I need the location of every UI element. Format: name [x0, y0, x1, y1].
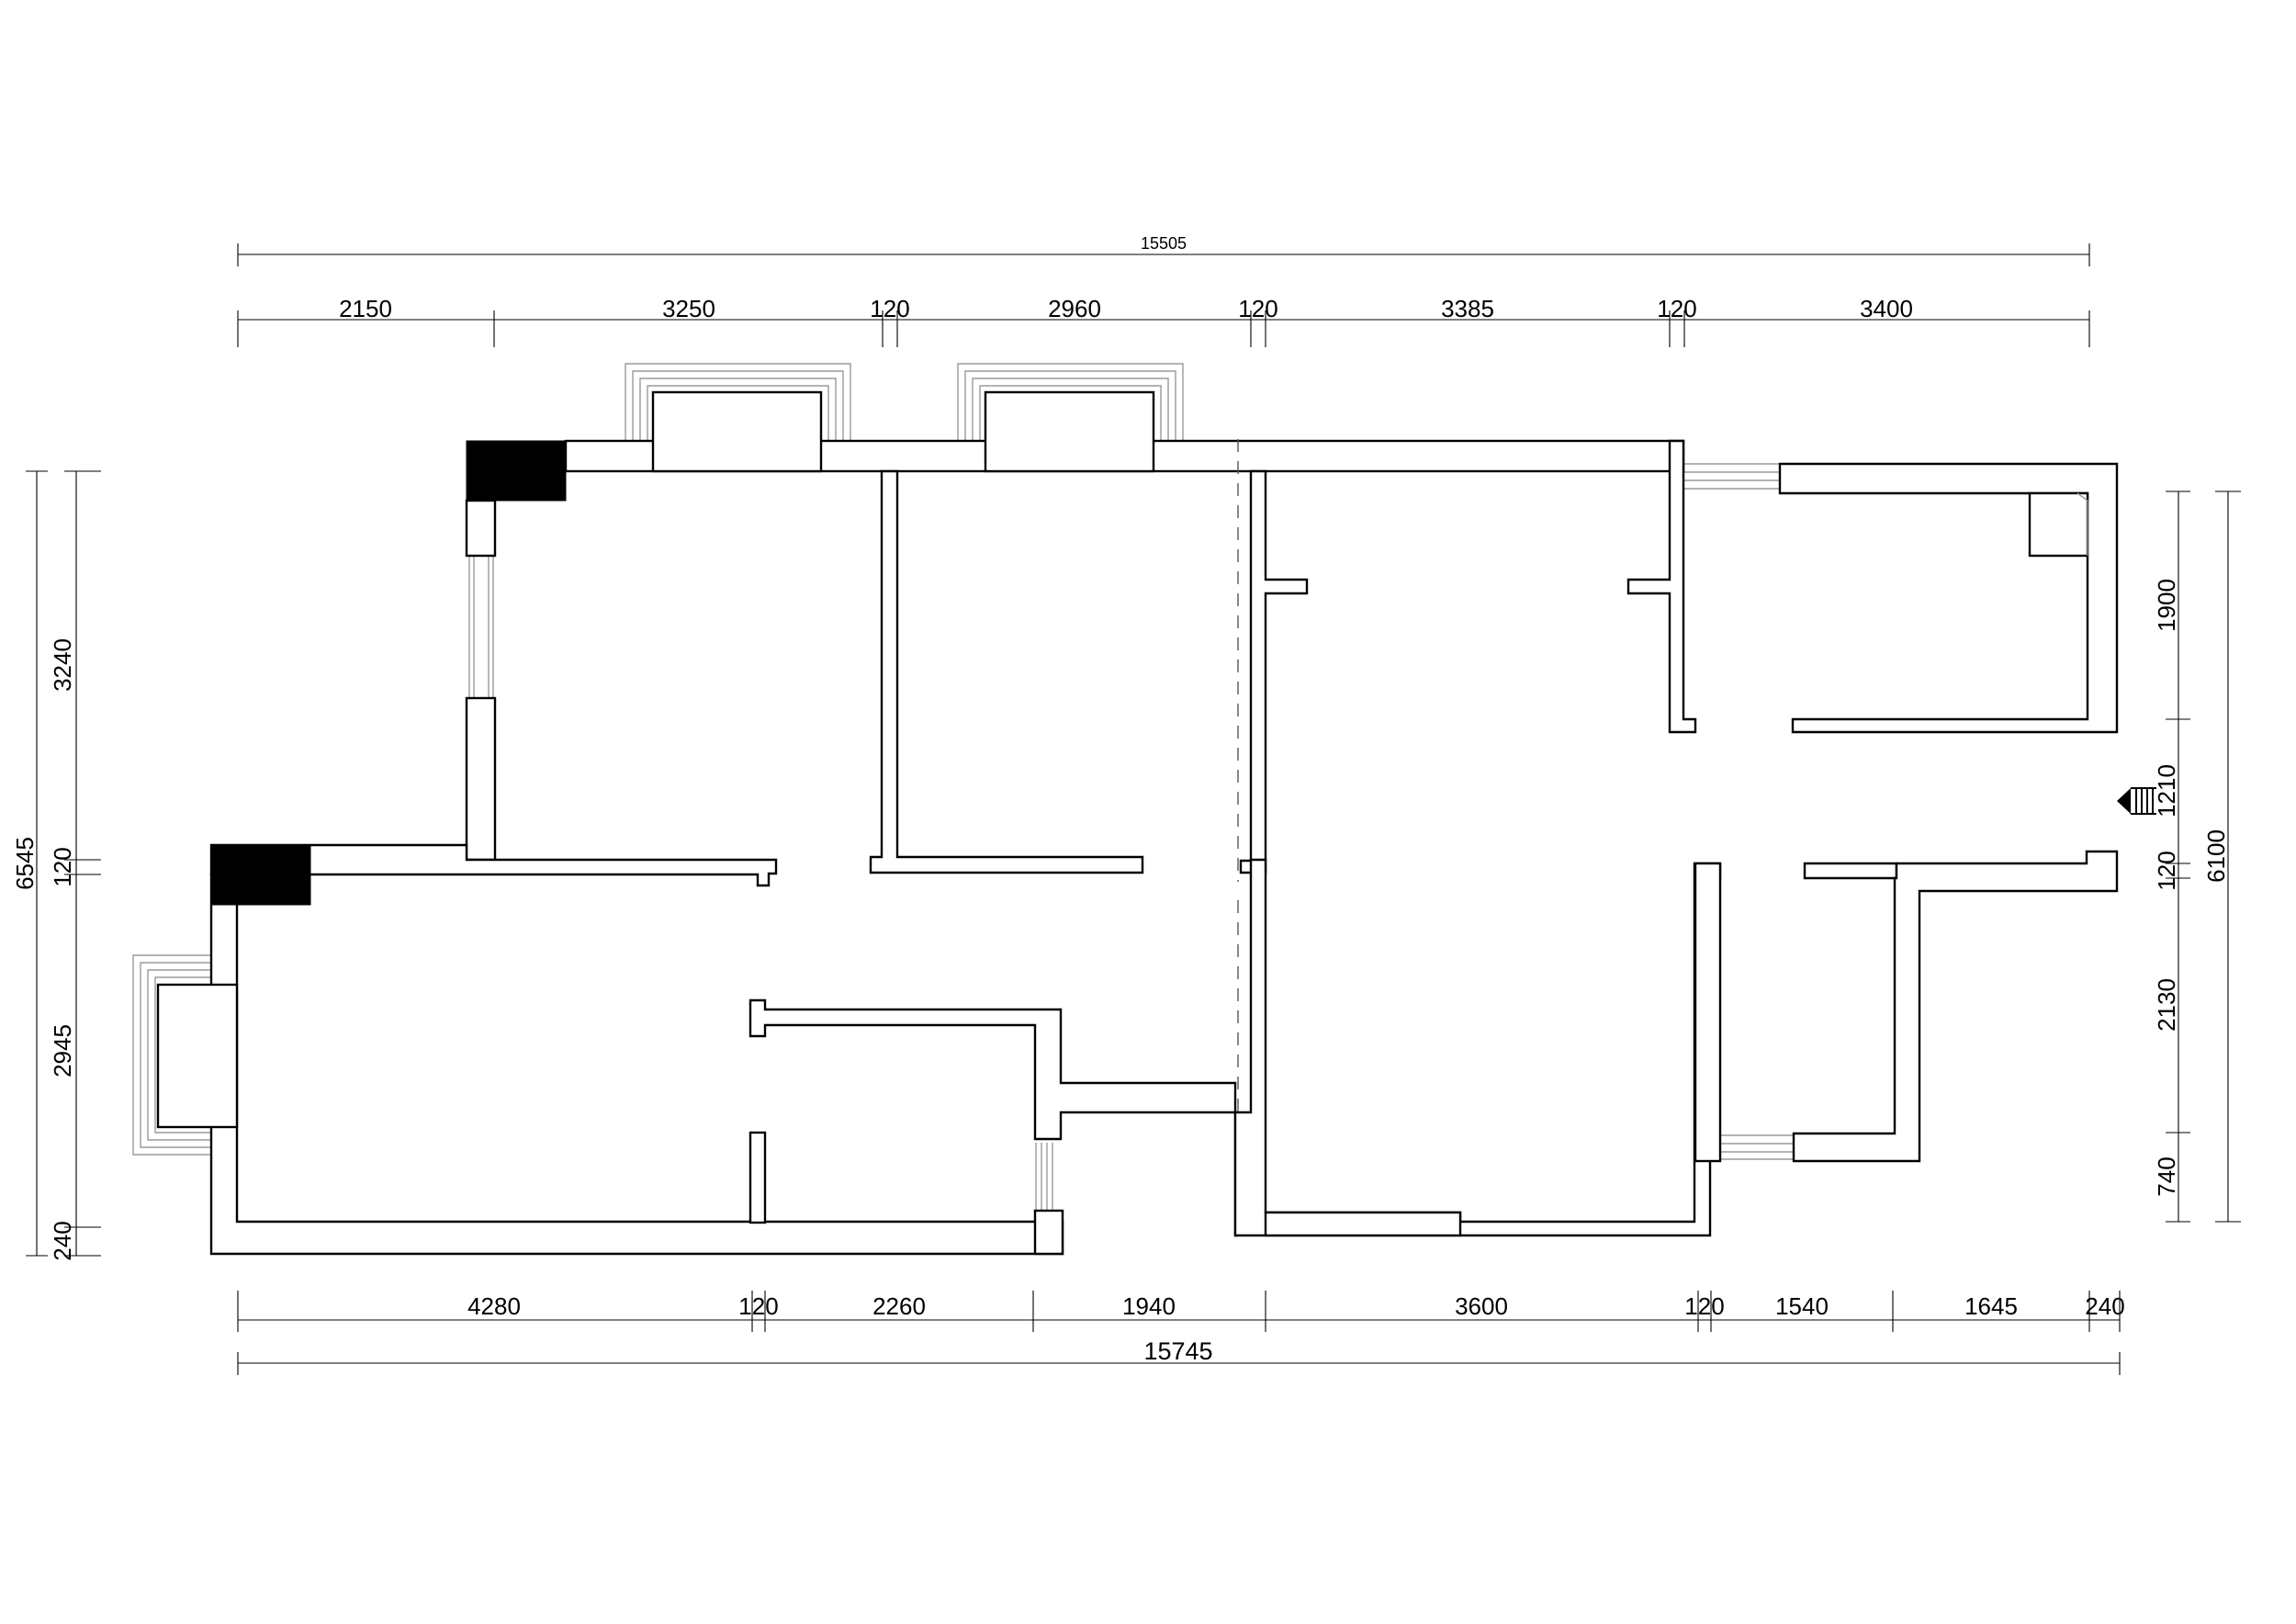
- top-dim-1: 2150: [339, 295, 392, 322]
- wall-living-bottom: [1233, 858, 1722, 1237]
- left-total-label: 6545: [11, 837, 39, 890]
- bottom-dim-3: 2260: [872, 1292, 926, 1320]
- wall-left-upper: [465, 696, 497, 862]
- bottom-total-label: 15745: [1143, 1337, 1212, 1365]
- top-dim-6: 3385: [1441, 295, 1494, 322]
- wall-mid-left: [209, 843, 778, 887]
- bottom-dim-5: 3600: [1455, 1292, 1508, 1320]
- wall-bathroom: [748, 998, 1238, 1237]
- bottom-dim-7: 1540: [1775, 1292, 1829, 1320]
- left-dim-2: 120: [49, 847, 76, 886]
- bottom-dim-8: 1645: [1964, 1292, 2018, 1320]
- wall-bathroom-bottom: [1033, 1209, 1064, 1256]
- top-dim-8: 3400: [1860, 295, 1913, 322]
- left-dim-4: 240: [49, 1221, 76, 1260]
- left-dim-1: 3240: [49, 638, 76, 692]
- wall-left-bottom: [209, 873, 1064, 1256]
- bottom-dim-9: 240: [2085, 1292, 2124, 1320]
- bay-window-1: [651, 390, 823, 473]
- walls: [156, 390, 2119, 1256]
- right-dimensions: 1900 1210 120 2130 740 6100: [2153, 491, 2241, 1223]
- bottom-dim-6: 120: [1684, 1292, 1724, 1320]
- wall-left-upper-stub: [465, 499, 497, 558]
- right-dim-5: 740: [2153, 1156, 2180, 1196]
- bottom-dimensions: 4280 120 2260 1940 3600 120 1540 1645 24…: [237, 1291, 2125, 1375]
- right-dim-3: 120: [2153, 851, 2180, 890]
- bottom-dim-4: 1940: [1122, 1292, 1176, 1320]
- right-total-label: 6100: [2202, 829, 2230, 883]
- column-top-left: [466, 440, 567, 502]
- wall-right-lower: [1792, 850, 2119, 1163]
- top-dim-3: 120: [870, 295, 909, 322]
- wall-right-lower-top-left: [1803, 862, 1898, 880]
- left-dimensions: 6545 3240 120 2945 240: [11, 470, 101, 1261]
- right-dim-2: 1210: [2153, 764, 2180, 818]
- bay-window-2: [984, 390, 1155, 473]
- windows: [132, 363, 1794, 1212]
- bottom-dim-1: 4280: [467, 1292, 521, 1320]
- wall-room-divider: [869, 469, 1144, 874]
- bay-window-left: [156, 983, 239, 1129]
- balcony-shaft: [2028, 491, 2089, 558]
- wall-center-vertical: [1239, 469, 1309, 874]
- top-dim-4: 2960: [1048, 295, 1101, 322]
- column-mid-left: [210, 844, 311, 906]
- entrance-arrow-icon: [2117, 787, 2156, 815]
- top-dimensions: 15505 2150 3250 120 2960 120 3385 120 34…: [237, 234, 2090, 347]
- wall-right-upper-col: [1626, 439, 1697, 734]
- structural-columns: [210, 440, 567, 906]
- wall-right-lower-left: [1694, 862, 1722, 1163]
- wall-bathroom-stub: [748, 1131, 767, 1224]
- top-dim-2: 3250: [662, 295, 715, 322]
- top-dim-5: 120: [1238, 295, 1277, 322]
- left-dim-3: 2945: [49, 1024, 76, 1077]
- top-total-label: 15505: [1141, 234, 1187, 253]
- wall-balcony: [1778, 462, 2119, 734]
- right-dim-4: 2130: [2153, 978, 2180, 1032]
- right-dim-1: 1900: [2153, 579, 2180, 632]
- top-dim-7: 120: [1657, 295, 1696, 322]
- bottom-dim-2: 120: [738, 1292, 778, 1320]
- wall-living-bottom-seg: [1264, 1211, 1462, 1237]
